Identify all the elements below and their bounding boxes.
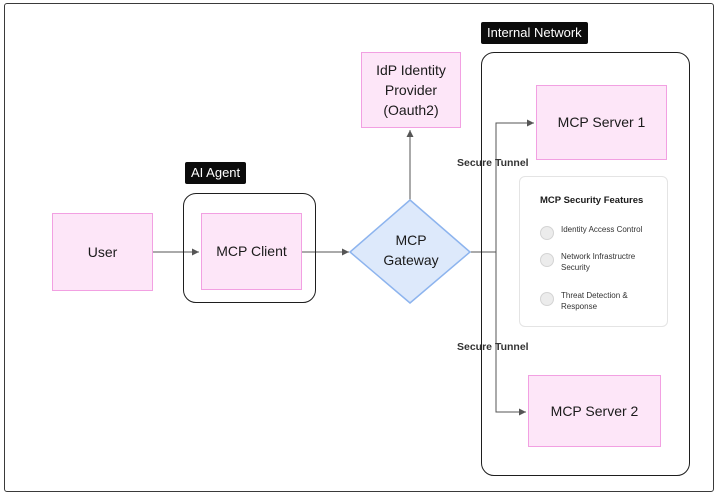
arrow-trunk-to-server1 — [495, 119, 534, 252]
feature-item-network: Network Infrastructre Security — [540, 252, 646, 273]
internal-network-group — [481, 52, 690, 476]
gateway-label[interactable]: MCP Gateway — [359, 230, 463, 270]
security-features-title: MCP Security Features — [540, 195, 644, 206]
secure-tunnel-label-bottom: Secure Tunnel — [457, 341, 529, 353]
arrow-trunk-to-server2 — [495, 252, 526, 416]
feature-bullet-icon — [540, 292, 554, 306]
gateway-diamond — [348, 199, 472, 304]
idp-label-line2: Provider — [384, 81, 438, 98]
diagram-frame — [4, 3, 714, 492]
idp-node[interactable]: IdP Identity Provider (Oauth2) — [361, 52, 461, 128]
feature-label-identity: Identity Access Control — [561, 225, 643, 234]
feature-item-identity: Identity Access Control — [540, 225, 646, 240]
user-node-label: User — [87, 243, 118, 260]
idp-label-line3: (Oauth2) — [383, 102, 439, 119]
user-node[interactable]: User — [52, 213, 153, 291]
feature-item-threat: Threat Detection & Response — [540, 291, 646, 312]
mcp-server-1-node[interactable]: MCP Server 1 — [536, 85, 667, 160]
feature-label-network: Network Infrastructre Security — [561, 252, 636, 272]
feature-bullet-icon — [540, 253, 554, 267]
feature-bullet-icon — [540, 226, 554, 240]
mcp-client-label: MCP Client — [216, 243, 287, 260]
secure-tunnel-label-top: Secure Tunnel — [457, 157, 529, 169]
ai-agent-tag: AI Agent — [185, 162, 247, 184]
mcp-server-1-label: MCP Server 1 — [557, 114, 646, 131]
mcp-server-2-node[interactable]: MCP Server 2 — [528, 375, 661, 447]
ai-agent-group — [183, 193, 316, 303]
gateway-label-line2: Gateway — [383, 252, 439, 268]
idp-label-line1: IdP Identity — [376, 61, 446, 78]
gateway-label-line1: MCP — [395, 232, 427, 248]
mcp-server-2-label: MCP Server 2 — [550, 402, 639, 419]
security-features-card: MCP Security Features Identity Access Co… — [519, 176, 668, 327]
mcp-client-node[interactable]: MCP Client — [201, 213, 302, 290]
internal-network-tag: Internal Network — [481, 22, 588, 44]
feature-label-threat: Threat Detection & Response — [561, 291, 628, 311]
